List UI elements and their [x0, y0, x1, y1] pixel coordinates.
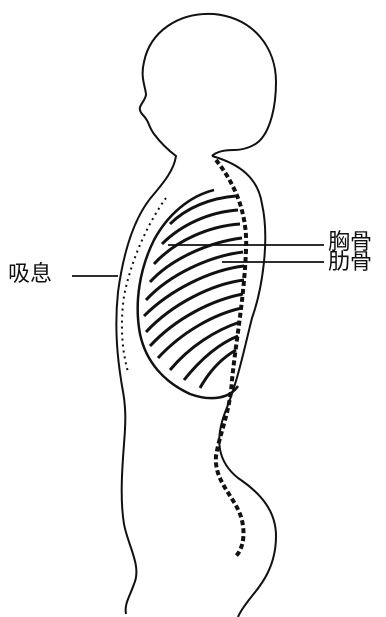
head-back-outline [212, 14, 276, 156]
label-rib: 肋骨 [328, 252, 372, 274]
label-breathing: 吸息 [8, 264, 52, 286]
ribs [144, 196, 244, 388]
